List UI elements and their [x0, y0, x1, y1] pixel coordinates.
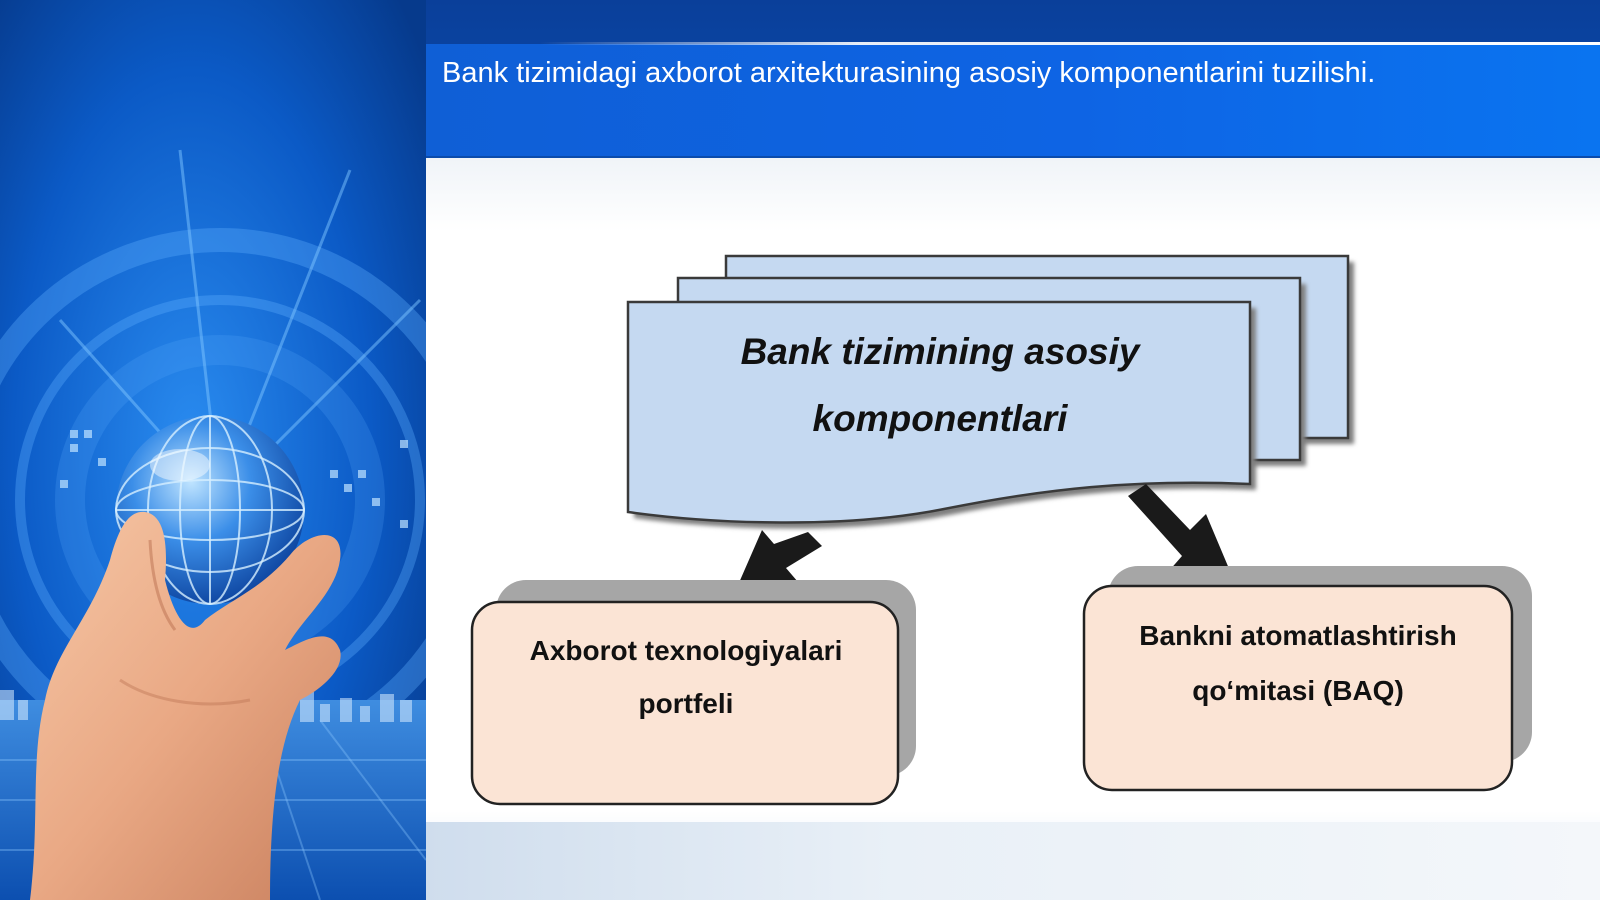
title-band	[426, 44, 1600, 156]
right-child-line2: qo‘mitasi (BAQ)	[1192, 675, 1404, 706]
right-child-shape	[1082, 566, 1532, 792]
left-child-label: Axborot texnologiyalari portfeli	[478, 624, 894, 730]
root-node-line2: komponentlari	[812, 398, 1068, 439]
arrow-to-left-child	[738, 530, 822, 585]
right-child-line1: Bankni atomatlashtirish	[1139, 620, 1457, 651]
slide-title: Bank tizimidagi axborot arxitekturasinin…	[442, 57, 1376, 89]
root-node-shape	[626, 254, 1354, 529]
left-child-shape	[470, 580, 916, 806]
globe-hand-illustration	[0, 0, 426, 900]
content-panel-footer-gradient	[426, 822, 1600, 900]
left-child-line2: portfeli	[638, 688, 734, 719]
hand-illustration	[30, 511, 341, 900]
left-child-line1: Axborot texnologiyalari	[529, 635, 843, 666]
right-child-label: Bankni atomatlashtirish qo‘mitasi (BAQ)	[1088, 608, 1508, 718]
title-divider	[540, 42, 1600, 45]
arrow-to-right-child	[1128, 484, 1238, 590]
root-node-label: Bank tizimining asosiy komponentlari	[640, 318, 1240, 452]
root-node-line1: Bank tizimining asosiy	[740, 331, 1140, 372]
